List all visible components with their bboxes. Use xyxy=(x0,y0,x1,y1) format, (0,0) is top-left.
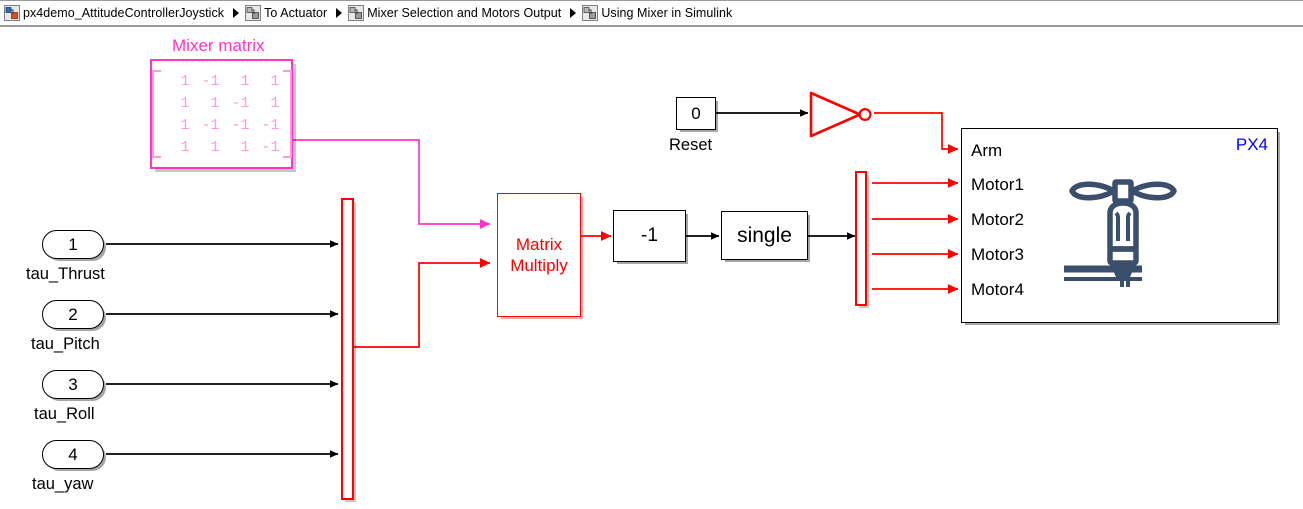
matrix-row: 1 -1 -1 -1 xyxy=(162,114,282,136)
matrix-cell: -1 xyxy=(231,94,250,112)
matrix-row: 1 1 -1 1 xyxy=(162,92,282,114)
mixer-matrix-values: 1 -1 1 1 1 1 -1 1 1 -1 -1 xyxy=(151,70,292,158)
px4-port-motor3: Motor3 xyxy=(971,245,1024,264)
reset-block-label: Reset xyxy=(669,136,713,154)
subsystem-icon xyxy=(245,5,262,21)
matrix-cell: 1 xyxy=(270,72,280,90)
inport-4[interactable]: 4 xyxy=(42,440,104,469)
breadcrumb-label-1: To Actuator xyxy=(264,6,328,20)
matrix-cell: 1 xyxy=(240,138,250,156)
px4-port-motor2: Motor2 xyxy=(971,210,1024,229)
inport-number: 1 xyxy=(68,234,78,254)
chevron-right-icon xyxy=(331,8,347,18)
matrix-cell: -1 xyxy=(201,116,220,134)
bracket-left-icon xyxy=(151,70,162,158)
matrix-cell: -1 xyxy=(231,116,250,134)
matrix-cell: -1 xyxy=(261,116,280,134)
inport-2[interactable]: 2 xyxy=(42,300,104,329)
chevron-right-icon xyxy=(565,8,581,18)
breadcrumb-item-1[interactable]: To Actuator xyxy=(244,2,331,24)
mux-block[interactable] xyxy=(341,198,354,500)
inport-label-tau-yaw: tau_yaw xyxy=(32,475,94,493)
breadcrumb-item-2[interactable]: Mixer Selection and Motors Output xyxy=(347,2,565,24)
matrix-cell: 1 xyxy=(240,72,250,90)
model-canvas[interactable]: Mixer matrix 1 -1 1 1 1 1 -1 1 xyxy=(0,27,1303,509)
inport-label-tau-thrust: tau_Thrust xyxy=(26,265,105,283)
breadcrumb-item-0[interactable]: px4demo_AttitudeControllerJoystick xyxy=(3,2,228,24)
bracket-right-icon xyxy=(282,70,292,158)
demux-block[interactable] xyxy=(855,171,867,306)
logical-not-gate[interactable] xyxy=(806,88,876,140)
matrix-cell: 1 xyxy=(180,94,190,112)
px4-port-motor1: Motor1 xyxy=(971,175,1024,194)
constant-block-reset[interactable]: 0 xyxy=(676,97,716,130)
motor-propeller-icon xyxy=(1058,169,1188,299)
matrix-rows: 1 -1 1 1 1 1 -1 1 1 -1 -1 xyxy=(162,70,282,158)
breadcrumb-label-0: px4demo_AttitudeControllerJoystick xyxy=(23,6,225,20)
gain-block[interactable]: -1 xyxy=(613,210,686,262)
signal-lines xyxy=(106,109,959,458)
chevron-right-icon xyxy=(228,8,244,18)
matrix-cell: 1 xyxy=(210,94,220,112)
inport-number: 2 xyxy=(68,304,78,324)
matrix-cell: -1 xyxy=(261,138,280,156)
data-type-conversion-block[interactable]: single xyxy=(721,211,808,260)
breadcrumb-label-2: Mixer Selection and Motors Output xyxy=(367,6,562,20)
constant-value: 0 xyxy=(691,103,701,123)
matrix-multiply-line2: Multiply xyxy=(510,256,568,275)
px4-block-name: PX4 xyxy=(1235,135,1268,154)
subsystem-icon xyxy=(582,5,599,21)
mixer-matrix-title: Mixer matrix xyxy=(172,36,265,55)
breadcrumb-item-3[interactable]: Using Mixer in Simulink xyxy=(581,2,736,24)
inport-3[interactable]: 3 xyxy=(42,370,104,399)
matrix-multiply-line1: Matrix xyxy=(515,235,563,254)
matrix-cell: 1 xyxy=(180,138,190,156)
matrix-row: 1 -1 1 1 xyxy=(162,70,282,92)
data-type-value: single xyxy=(737,223,792,247)
px4-port-motor4: Motor4 xyxy=(971,280,1024,299)
matrix-cell: 1 xyxy=(270,94,280,112)
gain-value: -1 xyxy=(641,225,658,246)
inport-number: 4 xyxy=(68,444,78,464)
matrix-cell: -1 xyxy=(201,72,220,90)
inport-number: 3 xyxy=(68,374,78,394)
matrix-cell: 1 xyxy=(180,116,190,134)
subsystem-icon xyxy=(348,5,365,21)
inport-label-tau-pitch: tau_Pitch xyxy=(31,335,100,353)
matrix-row: 1 1 1 -1 xyxy=(162,136,282,158)
matrix-cell: 1 xyxy=(210,138,220,156)
mixer-matrix-block[interactable]: 1 -1 1 1 1 1 -1 1 1 -1 -1 xyxy=(150,59,293,169)
subsystem-icon xyxy=(4,5,20,21)
px4-subsystem-block[interactable]: PX4 Arm Motor1 Motor2 Motor3 Motor4 xyxy=(961,128,1278,323)
matrix-multiply-block[interactable]: Matrix Multiply xyxy=(497,193,581,317)
breadcrumb-label-3: Using Mixer in Simulink xyxy=(601,6,733,20)
breadcrumb: px4demo_AttitudeControllerJoystick To Ac… xyxy=(0,0,1303,27)
matrix-cell: 1 xyxy=(180,72,190,90)
px4-port-arm: Arm xyxy=(971,141,1003,160)
inport-label-tau-roll: tau_Roll xyxy=(34,405,95,423)
inport-1[interactable]: 1 xyxy=(42,230,104,259)
